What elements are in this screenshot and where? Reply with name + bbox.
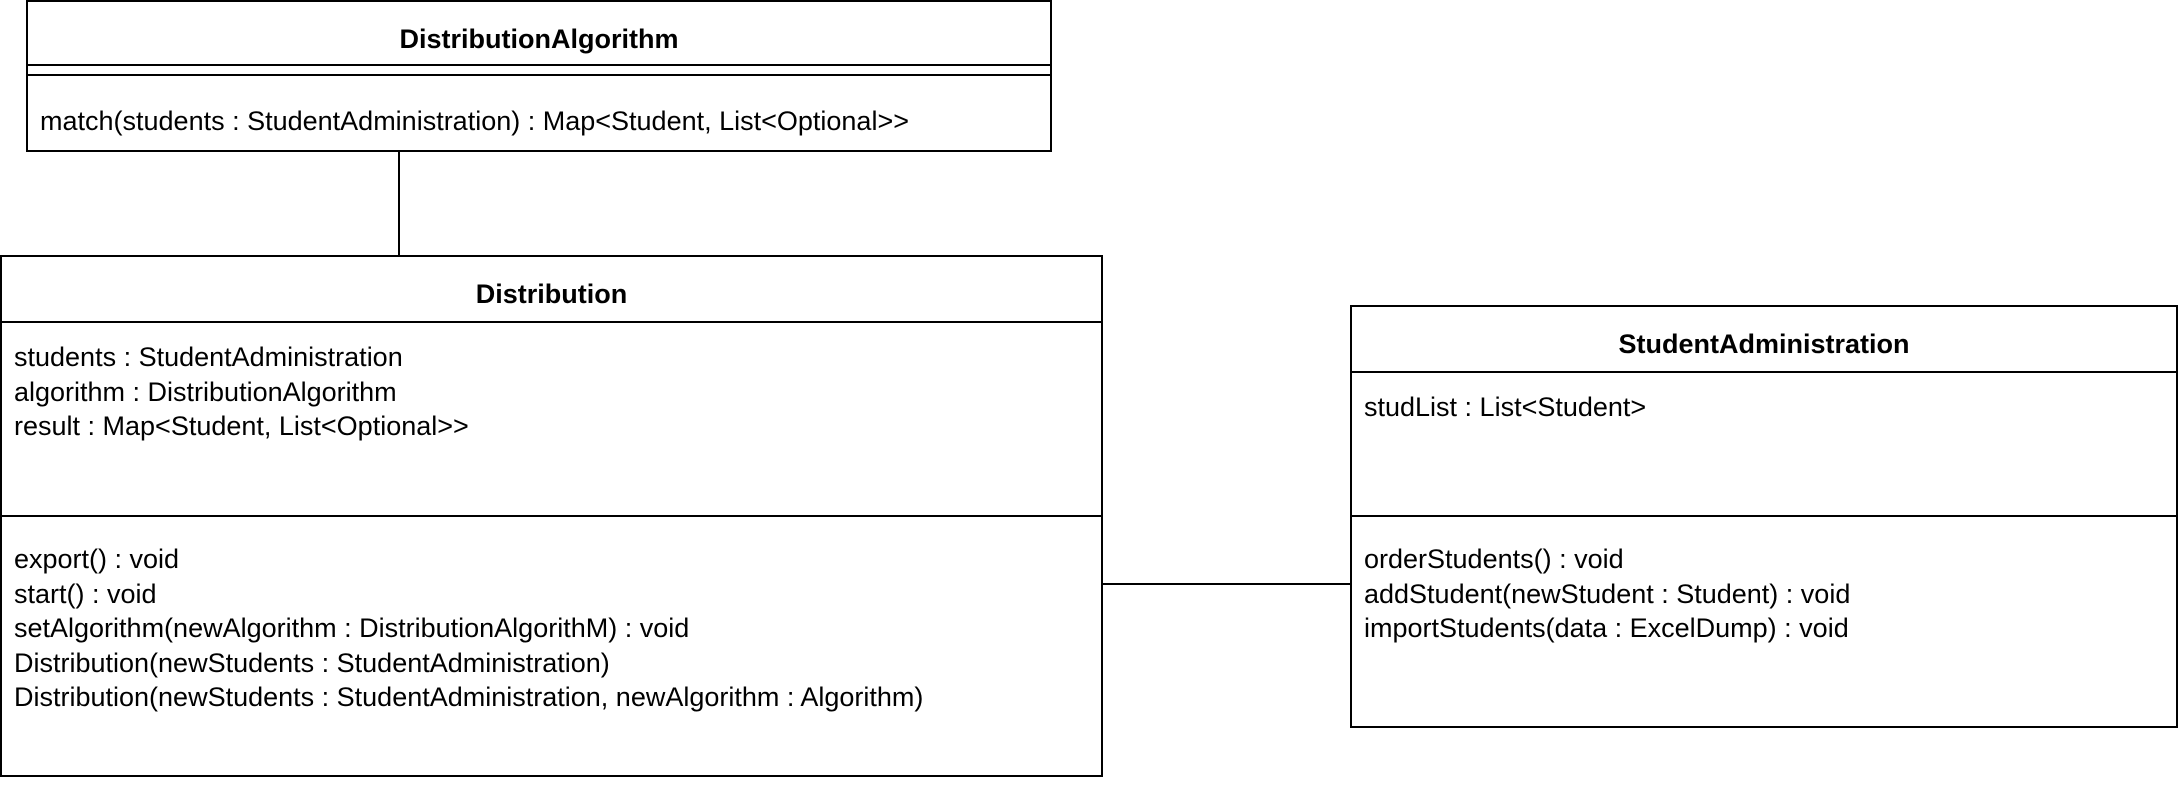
class-distribution-algorithm[interactable]: DistributionAlgorithm match(students : S… xyxy=(26,0,1052,152)
association-line-algorithm-distribution xyxy=(398,150,400,257)
attribute-item: students : StudentAdministration xyxy=(14,342,403,372)
attributes-divider xyxy=(28,64,1050,66)
operation-item: addStudent(newStudent : Student) : void xyxy=(1364,578,1851,609)
association-line-distribution-student-administration xyxy=(1101,583,1352,585)
operations-list: export() : void start() : void setAlgori… xyxy=(14,542,1093,715)
class-student-administration[interactable]: StudentAdministration studList : List<St… xyxy=(1350,305,2178,728)
class-name: Distribution xyxy=(475,279,628,309)
operation-item: export() : void xyxy=(14,544,180,574)
operation-item: match(students : StudentAdministration) … xyxy=(40,106,909,136)
operations-divider xyxy=(2,515,1101,517)
attributes-list: studList : List<Student> xyxy=(1364,390,2168,425)
class-distribution[interactable]: Distribution students : StudentAdministr… xyxy=(0,255,1103,777)
operation-item: setAlgorithm(newAlgorithm : Distribution… xyxy=(14,613,690,643)
operation-item: Distribution(newStudents : StudentAdmini… xyxy=(14,647,610,678)
operations-divider xyxy=(28,74,1050,76)
attributes-divider xyxy=(1352,371,2176,373)
class-name: DistributionAlgorithm xyxy=(399,24,679,54)
attributes-divider xyxy=(2,321,1101,323)
operations-list: orderStudents() : void addStudent(newStu… xyxy=(1364,542,2168,646)
operation-item: importStudents(data : ExcelDump) : void xyxy=(1364,613,1849,643)
attribute-item: result : Map<Student, List<Optional>> xyxy=(14,411,469,441)
operation-item: start() : void xyxy=(14,578,157,609)
attribute-item: studList : List<Student> xyxy=(1364,392,1647,422)
operation-item: Distribution(newStudents : StudentAdmini… xyxy=(14,682,924,712)
operation-item: orderStudents() : void xyxy=(1364,544,1624,574)
operations-divider xyxy=(1352,515,2176,517)
attribute-item: algorithm : DistributionAlgorithm xyxy=(14,376,397,407)
class-name: StudentAdministration xyxy=(1618,329,1910,359)
operations-list: match(students : StudentAdministration) … xyxy=(40,104,1042,139)
attributes-list: students : StudentAdministration algorit… xyxy=(14,340,1093,444)
